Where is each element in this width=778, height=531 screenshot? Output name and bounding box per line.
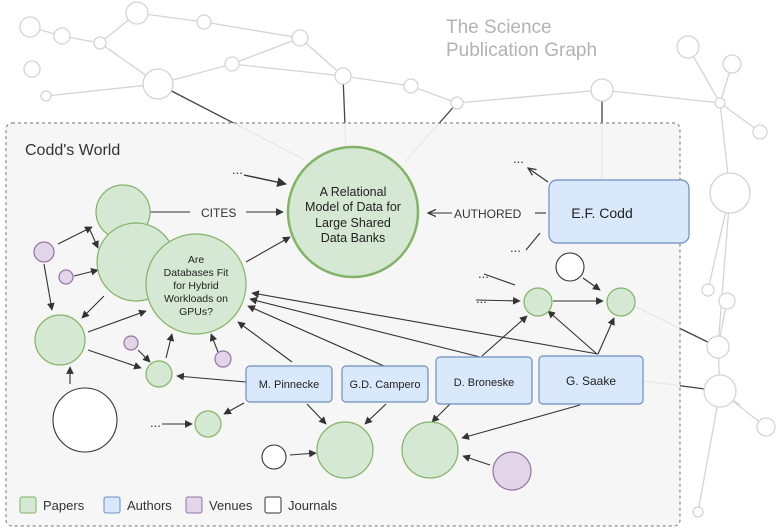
ellipsis-bottom-left: ...	[150, 415, 161, 430]
ellipsis-right-1: ...	[478, 266, 489, 281]
legend-label-journals: Journals	[288, 498, 338, 513]
ellipsis-top-main: ...	[232, 162, 243, 177]
svg-text:for Hybrid: for Hybrid	[173, 280, 219, 292]
paper-node	[316, 421, 374, 479]
ellipsis-codd-top: ...	[513, 151, 524, 166]
edge-label-authored: AUTHORED	[454, 207, 522, 221]
background-graph	[19, 1, 776, 518]
paper-node	[523, 287, 553, 317]
legend-swatch-journals	[264, 496, 282, 514]
world-title: Codd's World	[25, 142, 120, 159]
legend: Papers Authors Venues Journals	[19, 496, 338, 514]
venue-node	[492, 451, 532, 491]
author-node-campero	[341, 365, 429, 403]
ellipsis-codd-bottom: ...	[510, 240, 521, 255]
gpu-paper-label: Are Databases Fit for Hybrid Workloads o…	[164, 254, 229, 318]
graph-title-line1: The Science	[446, 17, 552, 38]
venue-node	[214, 350, 232, 368]
venue-nodes	[33, 241, 532, 491]
main-paper-label: A Relational Model of Data for Large Sha…	[305, 185, 401, 245]
ellipsis-right-2: ...	[476, 291, 487, 306]
venue-node	[58, 269, 74, 285]
legend-label-papers: Papers	[43, 498, 85, 513]
legend-swatch-papers	[19, 496, 37, 514]
author-label-broneske: D. Broneske	[454, 377, 515, 389]
svg-text:GPUs?: GPUs?	[179, 306, 213, 318]
legend-label-authors: Authors	[127, 498, 172, 513]
gpu-paper-node	[145, 233, 247, 335]
svg-text:Are: Are	[188, 254, 205, 266]
venue-node	[33, 241, 55, 263]
edge-label-cites: CITES	[201, 206, 236, 220]
svg-text:A Relational: A Relational	[320, 185, 387, 199]
svg-text:Workloads on: Workloads on	[164, 293, 228, 305]
codds-world-container	[5, 122, 681, 527]
svg-text:Databases Fit: Databases Fit	[164, 267, 229, 279]
legend-swatch-venues	[185, 496, 203, 514]
paper-node	[194, 410, 222, 438]
author-node-pinnecke	[245, 365, 333, 403]
journal-node	[555, 252, 585, 282]
paper-node	[145, 360, 173, 388]
graph-title-line2: Publication Graph	[446, 40, 597, 61]
paper-node	[606, 287, 636, 317]
journal-node	[52, 387, 118, 453]
main-paper-node	[286, 145, 420, 279]
author-label-campero: G.D. Campero	[350, 379, 421, 391]
journal-nodes	[52, 252, 585, 470]
author-node-broneske	[435, 356, 533, 405]
paper-node	[401, 421, 459, 479]
legend-label-venues: Venues	[209, 498, 253, 513]
svg-text:Large Shared: Large Shared	[315, 216, 391, 230]
author-label-saake: G. Saake	[566, 374, 616, 388]
world-edges	[43, 168, 615, 466]
svg-text:Data Banks: Data Banks	[321, 231, 386, 245]
journal-node	[261, 444, 287, 470]
paper-node	[34, 314, 86, 366]
author-label-codd: E.F. Codd	[571, 205, 632, 221]
author-label-pinnecke: M. Pinnecke	[259, 379, 320, 391]
author-node-saake	[538, 355, 644, 405]
legend-swatch-authors	[103, 496, 121, 514]
svg-text:Model of Data for: Model of Data for	[305, 200, 401, 214]
venue-node	[123, 335, 139, 351]
author-node-codd	[548, 179, 690, 244]
